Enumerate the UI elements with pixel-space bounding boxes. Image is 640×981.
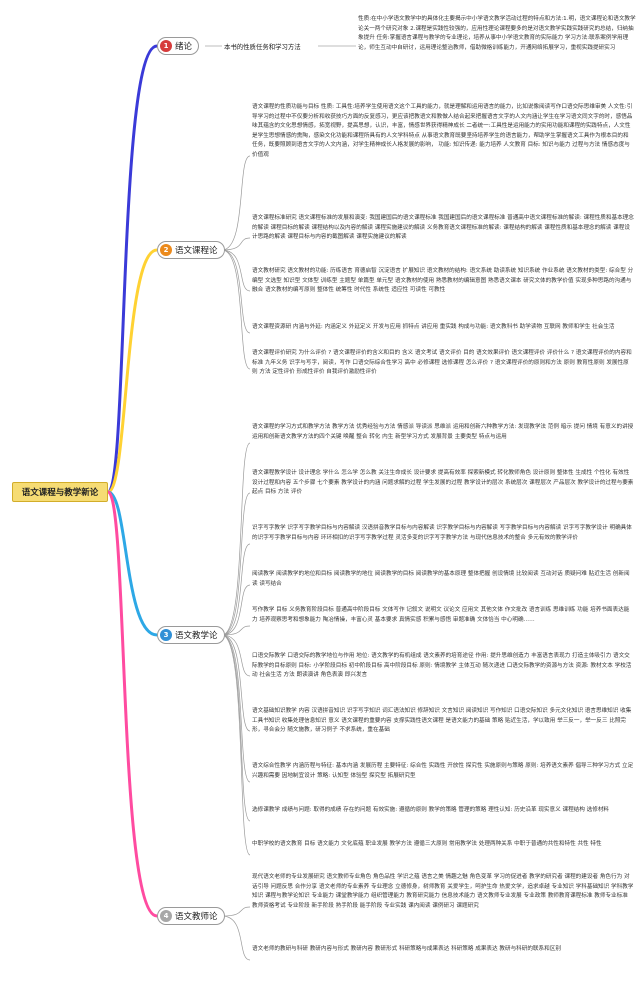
link-branch3-leaf-3 [221, 543, 251, 636]
link-branch3-leaf-5 [221, 625, 251, 636]
link-branch2-leaf-3 [221, 249, 251, 292]
link-branch3-leaf-9 [221, 634, 251, 822]
branch-label-4: 语文教师论 [175, 912, 218, 922]
link-root-branch-1 [106, 44, 158, 494]
link-branch4-leaf-2 [221, 915, 251, 961]
sub-topic-1[interactable]: 本书的性质任务和学习方法 [224, 43, 301, 51]
link-branch2-leaf-5 [221, 249, 251, 370]
link-branch3-leaf-6 [221, 634, 251, 677]
link-branch3-leaf-1 [221, 442, 251, 636]
branch-number-badge-2: 2 [160, 244, 172, 256]
branch-label-1: 绪论 [175, 42, 193, 52]
leaf-3-4[interactable]: 阅读教学 阅读教学的地位和目标 阅读教学的地位 阅读教学的目标 阅读教学的基本原… [252, 571, 630, 587]
leaf-3-5[interactable]: 写作教学 目标 义务教育阶段目标 普通高中阶段目标 文体写作 记叙文 说明文 议… [252, 607, 630, 623]
branch-label-2: 语文课程论 [175, 246, 218, 256]
leaf-4-2[interactable]: 语文老师的教研与科研 教研内容与形式 教研内容 教研形式 科研策略与成果表达 科… [252, 946, 561, 952]
link-branch3-leaf-7 [221, 634, 251, 732]
leaf-2-3[interactable]: 语文教材研究 语文教材的功能: 历练语言 育德启智 沉淀语言 扩展知识 语文教材… [252, 268, 634, 294]
leaf-3-7[interactable]: 语文基础知识教学 内容 汉语拼音知识 识字写字知识 词汇语法知识 修辞知识 文言… [252, 708, 632, 734]
link-root-branch-4 [106, 490, 158, 918]
link-root-branch-2 [107, 248, 158, 494]
branch-number-badge-4: 4 [160, 910, 172, 922]
leaf-3-6[interactable]: 口语交际教学 口语交际的教学地位与作用 地位: 语文教学的有机组成 语文素养的培… [252, 653, 632, 679]
leaf-2-1[interactable]: 语文课程的性质功能与目标 性质: 工具性:培养学生使用语文这个工具的能力，就是理… [252, 104, 633, 158]
branch-node-4[interactable]: 4 语文教师论 [157, 907, 225, 925]
leaf-3-3[interactable]: 识字写字教学 识字写字教学目标与内容解读 汉语拼音教学目标与内容解读 识字教学目… [252, 525, 632, 541]
link-branch3-leaf-8 [221, 634, 251, 783]
link-branch2-leaf-1 [221, 155, 251, 251]
link-branch2-leaf-2 [221, 237, 251, 251]
leaf-2-2[interactable]: 语文课程标准研究 语文课程标准的发展和演变: 我国建国后的语文课程标准 我国建国… [252, 215, 634, 241]
link-root-branch-3 [107, 490, 158, 637]
link-branch4-leaf-1 [221, 906, 251, 917]
branch-number-badge-1: 1 [160, 40, 172, 52]
branch-node-1[interactable]: 1 绪论 [157, 37, 200, 55]
leaf-2-4[interactable]: 语文课程资源研 内涵与外延: 内涵定义 外延定义 开发与应用 抓特点 讲应用 重… [252, 324, 615, 330]
root-label: 语文课程与教学新论 [21, 488, 99, 498]
branch-node-3[interactable]: 3 语文教学论 [157, 626, 225, 644]
leaf-4-1[interactable]: 现代语文老师的专业发展研究 语文教师专业角色 角色品性 学识之蕴 语言之美 情趣… [252, 874, 634, 909]
link-branch2-leaf-4 [221, 249, 251, 334]
link-branch3-leaf-10 [221, 634, 251, 856]
branch-number-badge-3: 3 [160, 629, 172, 641]
link-branch3-leaf-4 [221, 584, 251, 636]
branch-label-3: 语文教学论 [175, 631, 218, 641]
leaf-3-10[interactable]: 中职学校的语文教育 目标 语文能力 文化底蕴 职业发展 教学方法 遵循三大原则 … [252, 841, 602, 847]
leaf-1-1[interactable]: 性质:在中小学语文教学中的具体化主要揭示中小学语文教学活动过程的特点和方法:1.… [358, 16, 636, 51]
leaf-2-5[interactable]: 语文课程评价研究 为什么评价 ? 语文课程评价的含义和目的 含义 语文考试 语文… [252, 350, 632, 376]
root-node[interactable]: 语文课程与教学新论 [12, 482, 108, 502]
leaf-3-9[interactable]: 选修课教学 成绩与问题: 取得的成绩 存在的问题 有效实施: 遵循的原则 教学的… [252, 807, 610, 813]
leaf-3-8[interactable]: 语文综合性教学 内涵历程与特征: 基本内涵 发展历程 主要特征: 综合性 实践性… [252, 763, 634, 779]
branch-node-2[interactable]: 2 语文课程论 [157, 241, 225, 259]
leaf-3-1[interactable]: 语文课程的学习方式和教学方法 教学方法 优秀经验与方法 情感派 导读派 思维派 … [252, 424, 634, 440]
link-branch3-leaf-2 [221, 492, 251, 636]
leaf-3-2[interactable]: 语文课程教学设计 设计理念 学什么 怎么学 怎么教 关注生命成长 设计要求 提高… [252, 470, 634, 496]
